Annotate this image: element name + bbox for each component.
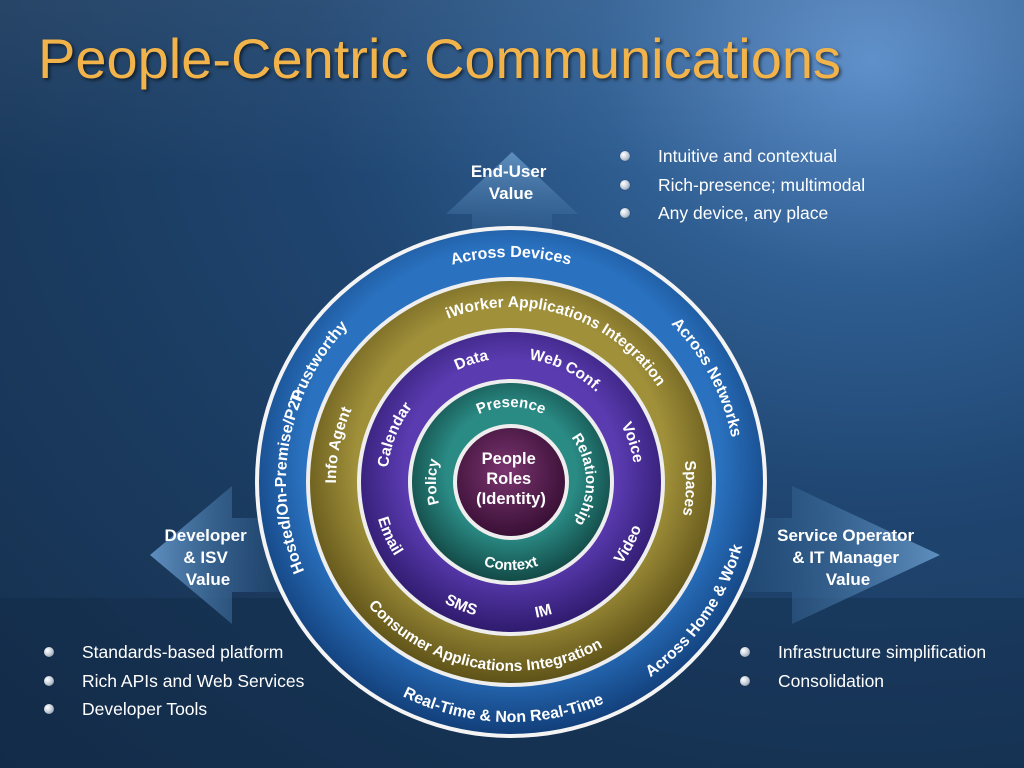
bullet-icon [44,647,54,657]
end-user-label: End-User Value [471,162,551,203]
bullet-text: Standards-based platform [82,642,284,662]
end-user-label-line: End-User [471,162,547,181]
core-label-line: Roles [486,470,531,488]
ring-label-policy: Policy [423,456,443,506]
end-user-label-line: Value [489,184,533,203]
bullet-icon [44,704,54,714]
operator-arrow-icon [745,486,940,624]
ring-label-im: IM [533,601,553,622]
bullet-item: Developer Tools [44,695,304,724]
bullet-item: Any device, any place [620,199,865,228]
bullet-item: Intuitive and contextual [620,142,865,171]
developer-bullets: Standards-based platform Rich APIs and W… [44,638,304,724]
bullet-item: Infrastructure simplification [740,638,986,667]
core-label: People Roles (Identity) [476,450,546,508]
operator-label: Service Operator & IT Manager Value [777,526,919,589]
bullet-icon [740,647,750,657]
end-user-arrow-icon [446,152,578,245]
top-band [0,0,1024,178]
core-circle [457,428,565,536]
bullet-item: Consolidation [740,667,986,696]
bullet-item: Rich-presence; multimodal [620,171,865,200]
developer-label-line: Value [186,570,230,589]
developer-label-line: Developer [165,526,248,545]
bullet-text: Intuitive and contextual [658,146,838,166]
slide-title: People-Centric Communications [38,27,842,90]
core-label-line: People [482,450,536,468]
developer-label: Developer & ISV Value [165,526,252,589]
operator-label-line: Service Operator [777,526,914,545]
bullet-icon [44,675,54,686]
ring-label-context: Context [482,553,539,574]
operator-label-line: & IT Manager [792,548,899,567]
bullet-text: Infrastructure simplification [778,642,987,662]
operator-label-line: Value [826,570,870,589]
operator-bullets: Infrastructure simplification Consolidat… [740,638,986,695]
developer-label-line: & ISV [183,548,228,567]
bullet-text: Rich-presence; multimodal [658,174,866,195]
developer-arrow-icon [150,486,280,624]
bullet-item: Rich APIs and Web Services [44,667,304,696]
bullet-text: Consolidation [778,670,885,691]
bullet-icon [620,208,630,218]
end-user-bullets: Intuitive and contextual Rich-presence; … [620,142,865,228]
bullet-item: Standards-based platform [44,638,304,667]
core-label-line: (Identity) [476,490,546,508]
bullet-icon [740,675,750,686]
bullet-icon [620,151,630,161]
ring-label-spaces: Spaces [679,460,699,517]
bullet-text: Any device, any place [658,203,829,223]
bullet-icon [620,179,630,190]
bullet-text: Developer Tools [82,699,208,719]
bullet-text: Rich APIs and Web Services [82,670,305,691]
